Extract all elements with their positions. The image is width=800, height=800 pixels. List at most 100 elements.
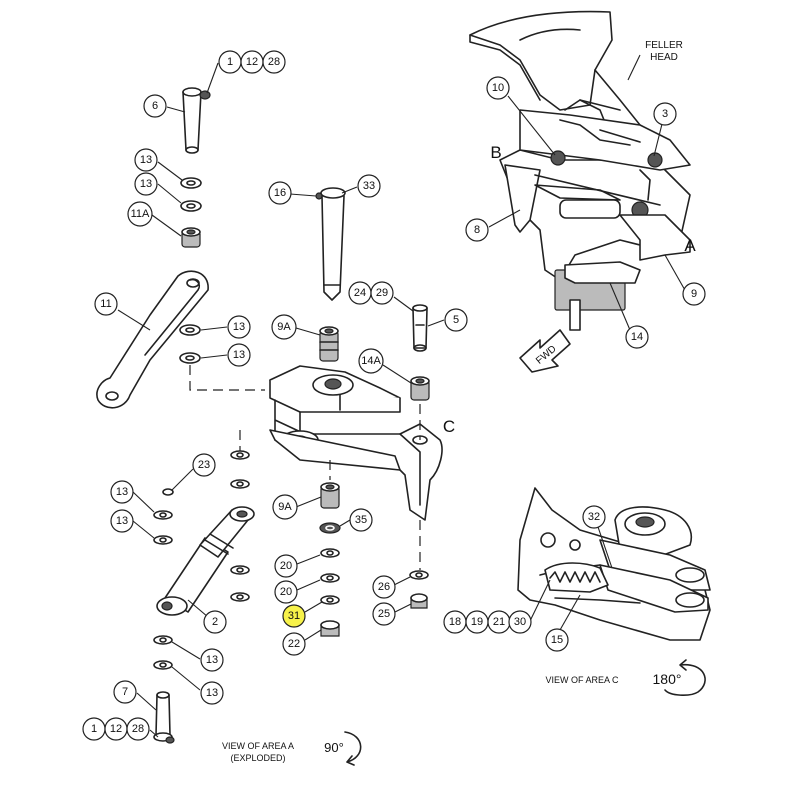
feller-head-label-line1: FELLER (645, 40, 683, 51)
svg-text:28: 28 (268, 56, 280, 68)
link-11 (96, 270, 209, 409)
svg-text:35: 35 (355, 514, 367, 526)
view-area-a-caption: VIEW OF AREA A (222, 741, 294, 751)
svg-text:23: 23 (198, 459, 210, 471)
svg-text:13: 13 (233, 321, 245, 333)
callout-13-d: 13 (227, 343, 251, 367)
svg-text:13: 13 (140, 178, 152, 190)
callout-23: 23 (192, 453, 216, 477)
callout-3: 3 (653, 102, 677, 126)
svg-text:26: 26 (378, 581, 390, 593)
pin-7 (153, 691, 175, 744)
svg-text:3: 3 (662, 108, 668, 120)
svg-text:20: 20 (280, 586, 292, 598)
svg-text:11: 11 (100, 298, 111, 310)
callout-1-top: 1 (218, 50, 242, 74)
callout-20-b: 20 (274, 580, 298, 604)
svg-text:1: 1 (91, 723, 97, 735)
svg-text:11A: 11A (131, 208, 150, 220)
callout-7: 7 (113, 680, 137, 704)
callout-2: 2 (203, 610, 227, 634)
callout-11a: 11A (127, 201, 153, 227)
svg-text:13: 13 (140, 154, 152, 166)
callout-14: 14 (625, 325, 649, 349)
callout-13-c: 13 (227, 315, 251, 339)
callout-21: 21 (487, 610, 511, 634)
callout-25: 25 (372, 602, 396, 626)
cylinder-2 (156, 506, 255, 616)
callout-20-a: 20 (274, 554, 298, 578)
callout-16: 16 (268, 181, 292, 205)
callout-26: 26 (372, 575, 396, 599)
area-c-label: C (443, 417, 455, 436)
callout-5: 5 (444, 308, 468, 332)
svg-text:8: 8 (474, 224, 480, 236)
callout-32: 32 (582, 505, 606, 529)
svg-text:28: 28 (132, 723, 144, 735)
svg-text:6: 6 (152, 100, 158, 112)
callout-28-top: 28 (262, 50, 286, 74)
bushing-14a (410, 376, 430, 401)
svg-text:12: 12 (246, 56, 258, 68)
svg-text:13: 13 (206, 654, 218, 666)
svg-text:14A: 14A (361, 355, 381, 367)
svg-text:16: 16 (274, 187, 286, 199)
callout-13-g: 13 (200, 648, 224, 672)
callout-13-a: 13 (134, 148, 158, 172)
pin-6 (182, 87, 211, 154)
callout-35: 35 (349, 508, 373, 532)
callout-14a: 14A (358, 348, 384, 374)
callout-12-bottom: 12 (104, 717, 128, 741)
callout-9: 9 (682, 282, 706, 306)
callout-24: 24 (348, 281, 372, 305)
callout-19: 19 (465, 610, 489, 634)
area-b-label: B (490, 143, 501, 162)
svg-text:10: 10 (492, 82, 504, 94)
feller-head-label-line2: HEAD (650, 52, 678, 63)
svg-text:15: 15 (551, 634, 563, 646)
svg-text:32: 32 (588, 511, 600, 523)
bushing-9a-upper (319, 326, 339, 362)
callout-1-bottom: 1 (82, 717, 106, 741)
callout-29: 29 (370, 281, 394, 305)
view-area-c-angle: 180° (653, 671, 682, 687)
callout-18: 18 (443, 610, 467, 634)
svg-text:25: 25 (378, 608, 390, 620)
svg-text:13: 13 (116, 486, 128, 498)
svg-text:33: 33 (363, 180, 375, 192)
callout-13-b: 13 (134, 172, 158, 196)
leader-lines (117, 54, 687, 738)
callout-28-bottom: 28 (126, 717, 150, 741)
svg-text:22: 22 (288, 638, 300, 650)
callout-12-top: 12 (240, 50, 264, 74)
callout-9a-upper: 9A (271, 314, 297, 340)
svg-text:12: 12 (110, 723, 122, 735)
svg-text:1: 1 (227, 56, 233, 68)
svg-text:9A: 9A (278, 501, 292, 513)
svg-text:9: 9 (691, 288, 697, 300)
feller-head-view (469, 10, 691, 331)
callout-11: 11 (94, 292, 118, 316)
bushing-stack-lower (319, 482, 341, 637)
callout-13-h: 13 (200, 681, 224, 705)
view-area-c-caption: VIEW OF AREA C (545, 675, 619, 685)
view-area-a-subcaption: (EXPLODED) (230, 753, 285, 763)
callout-8: 8 (465, 218, 489, 242)
callout-10: 10 (486, 76, 510, 100)
callout-13-f: 13 (110, 509, 134, 533)
callout-31: 31 (282, 604, 306, 628)
washers-upper (180, 177, 202, 248)
exploded-view-area-a (96, 87, 443, 744)
area-a-label: A (684, 236, 696, 255)
svg-text:2: 2 (212, 616, 218, 628)
callout-9a-lower: 9A (272, 494, 298, 520)
svg-text:14: 14 (631, 331, 643, 343)
callout-33: 33 (357, 174, 381, 198)
washers-link-11 (179, 324, 201, 364)
svg-text:18: 18 (449, 616, 461, 628)
svg-text:13: 13 (116, 515, 128, 527)
svg-text:5: 5 (453, 314, 459, 326)
rotate-arrow-90-icon (344, 731, 362, 766)
svg-text:29: 29 (376, 287, 388, 299)
